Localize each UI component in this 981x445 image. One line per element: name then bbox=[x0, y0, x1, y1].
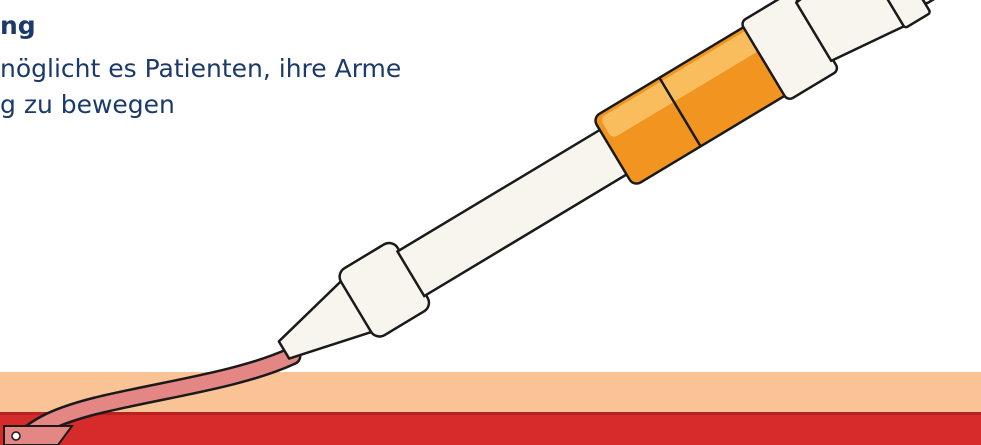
muscle-layer bbox=[0, 414, 981, 445]
caption-line-1: nöglicht es Patienten, ihre Arme bbox=[0, 52, 401, 85]
caption-heading: ng bbox=[0, 11, 36, 41]
cannula-barrel bbox=[397, 129, 628, 296]
caption: ng nöglicht es Patienten, ihre Arme g zu… bbox=[0, 0, 520, 130]
caption-line-2: g zu bewegen bbox=[0, 88, 175, 121]
layer-divider bbox=[0, 412, 981, 415]
catheter-tip-hole bbox=[12, 432, 20, 440]
